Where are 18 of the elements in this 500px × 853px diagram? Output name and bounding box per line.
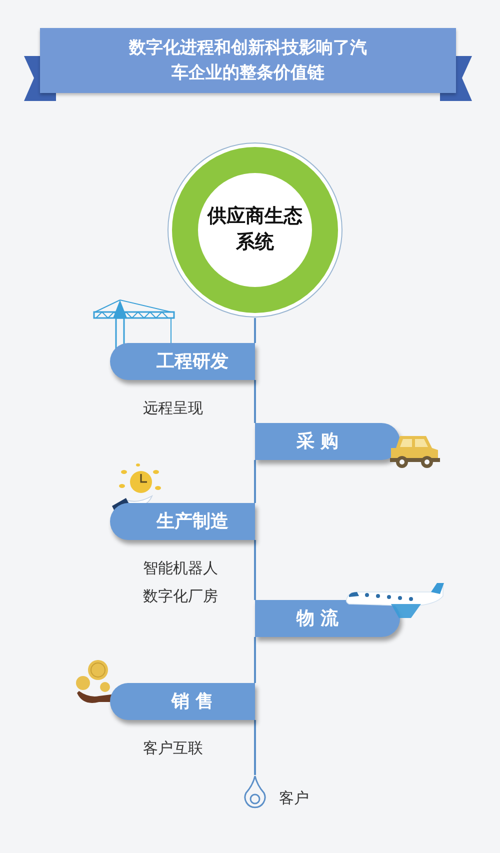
caption-text: 客户互联 [143,738,203,759]
stage-tab: 销 售 [110,683,255,720]
title-banner: 数字化进程和创新科技影响了汽车企业的整条价值链 [40,28,456,93]
timeline-line [254,540,256,600]
caption-text: 远程呈现 [143,398,203,419]
timeline-line [254,637,256,683]
stage-tab: 工程研发 [110,343,255,380]
caption-text: 智能机器人 [143,558,218,579]
end-label: 客户 [279,788,309,809]
timeline-line [254,460,256,503]
timeline-line [254,720,256,775]
stage-tab: 采 购 [255,423,400,460]
timeline-line [254,380,256,423]
stage-tab: 生产制造 [110,503,255,540]
center-label: 供应商生态系统 [206,204,304,255]
stage-tab: 物 流 [255,600,400,637]
caption-text: 数字化厂房 [143,586,218,607]
timeline-line [254,318,256,343]
